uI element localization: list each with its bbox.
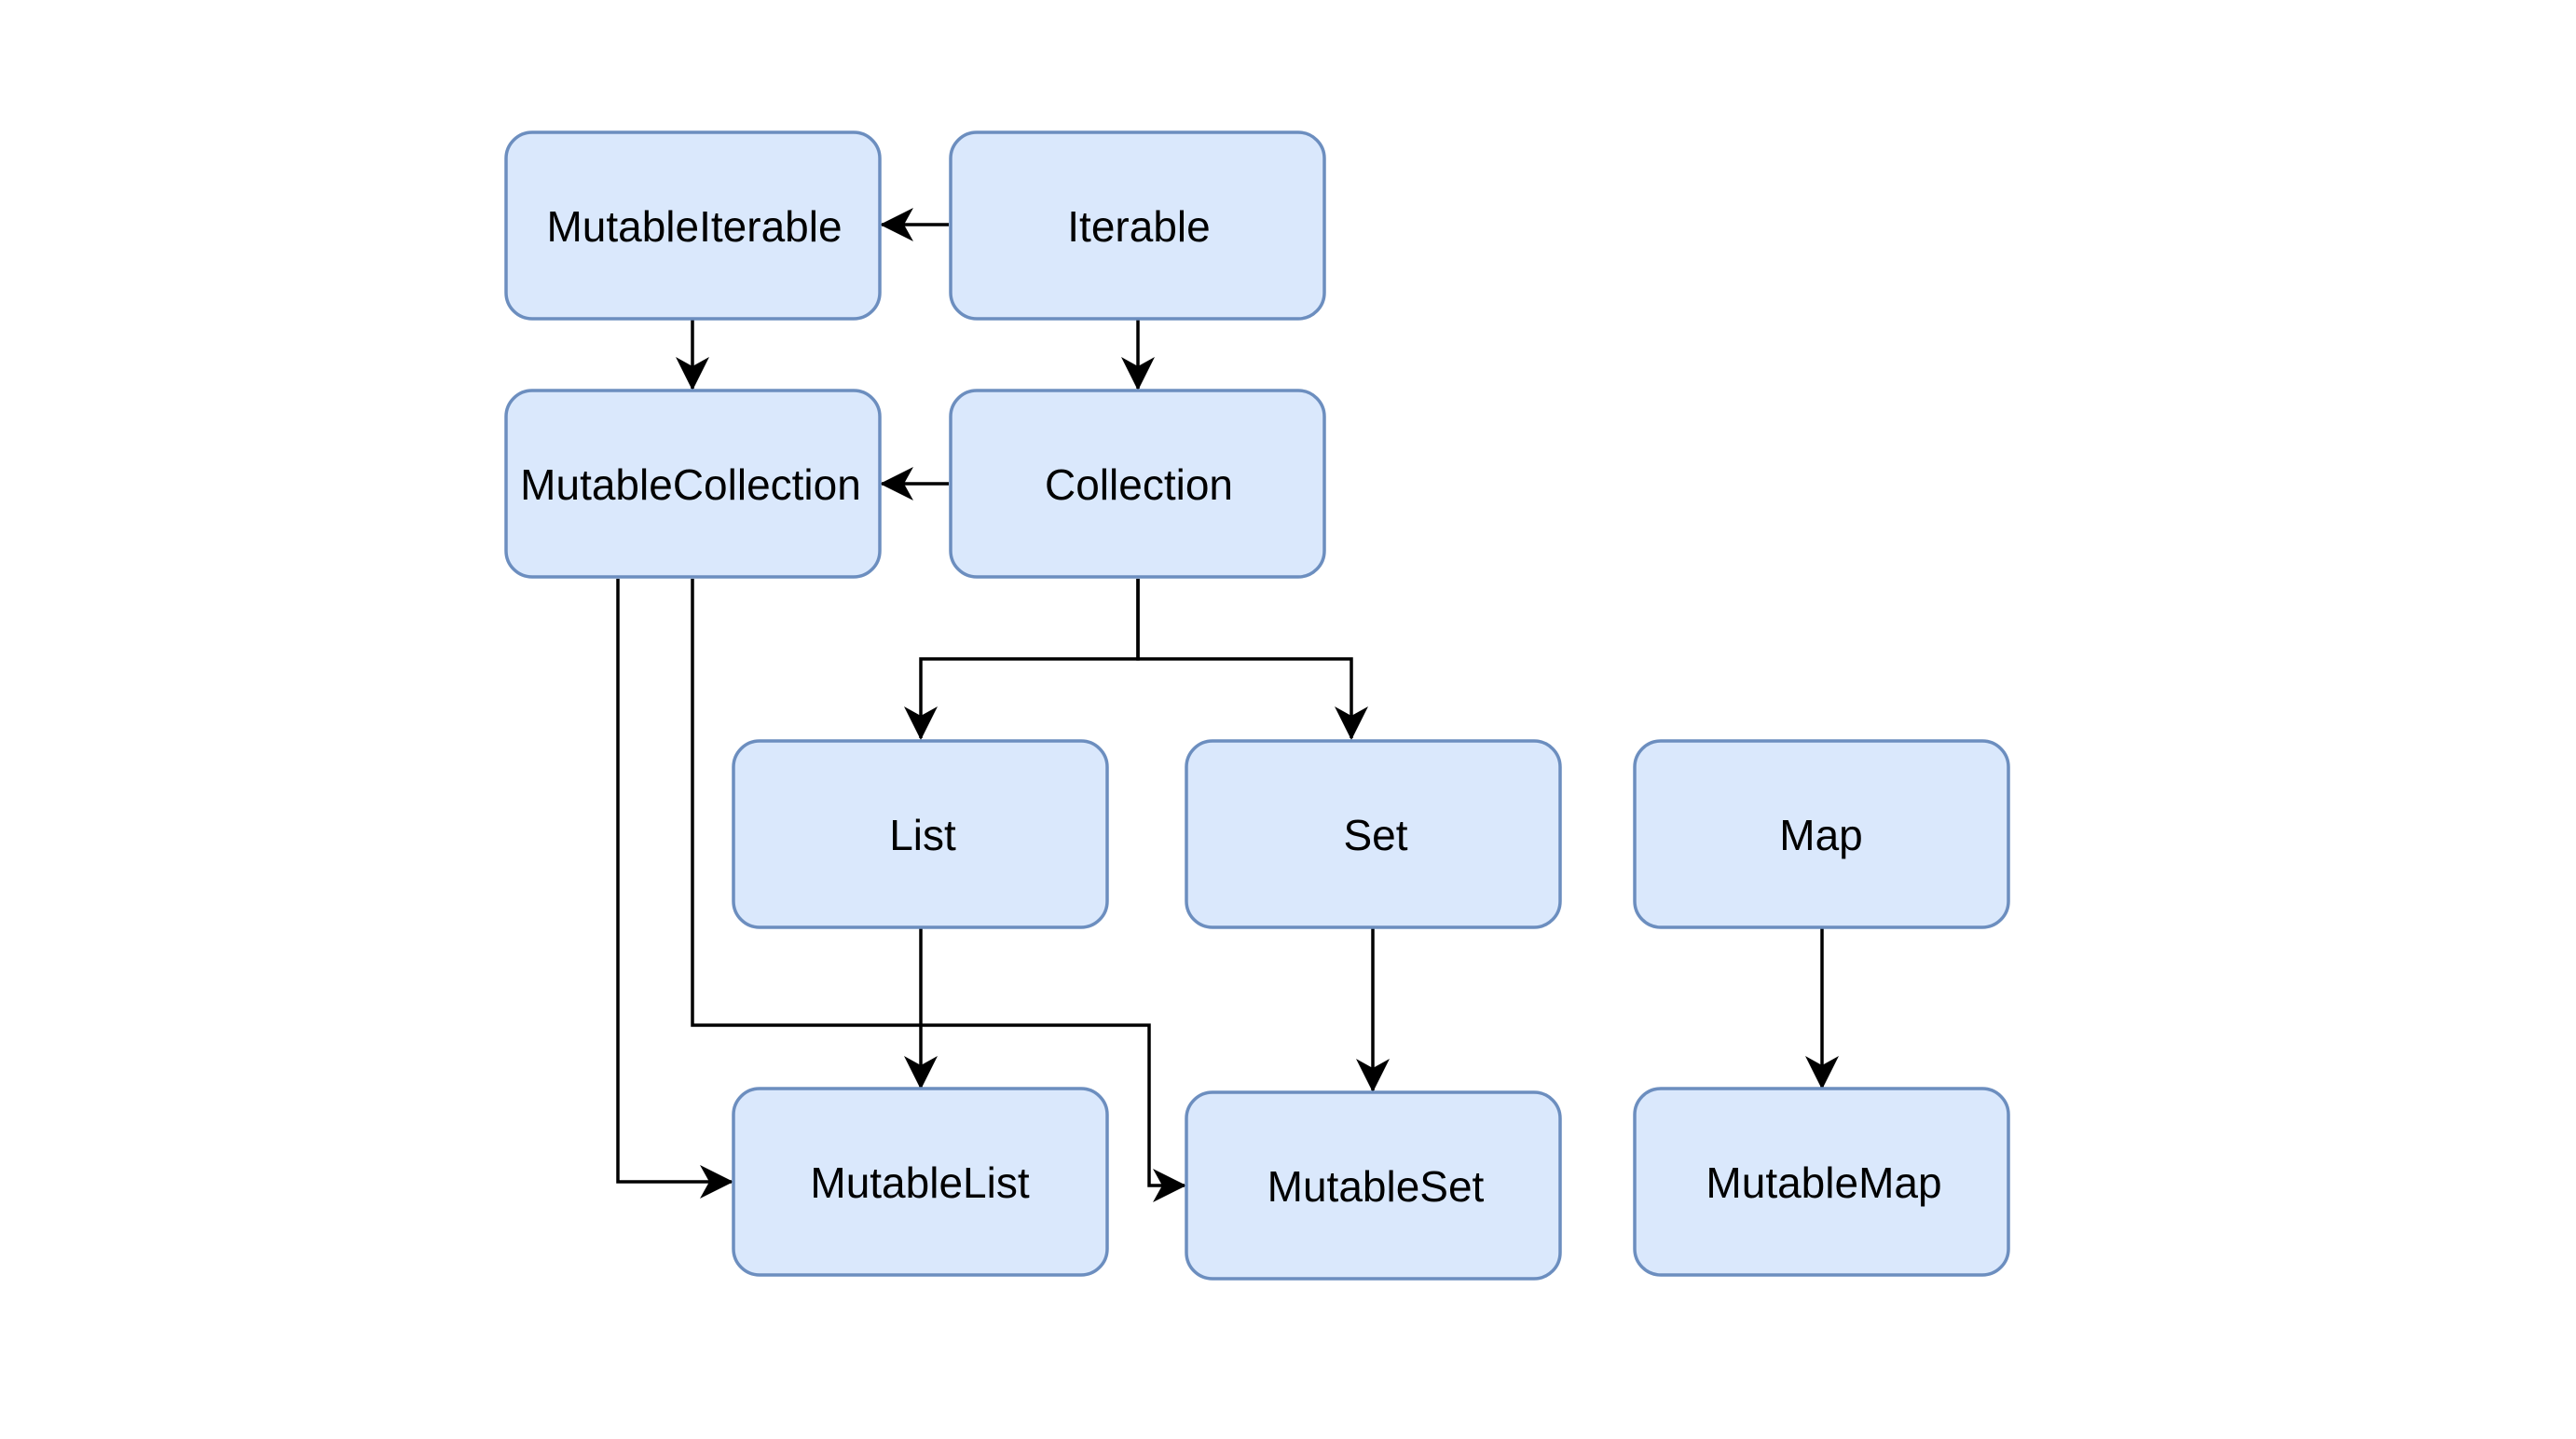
node-set[interactable]: Set [1185,739,1562,929]
node-map-label: Map [1779,811,1862,859]
edge-mutablecollection-to-mutablelist [616,579,733,1199]
node-list-label: List [889,811,956,859]
node-iterable[interactable]: Iterable [949,130,1326,321]
node-mutableset-label: MutableSet [1267,1162,1485,1211]
node-mutablelist-label: MutableList [810,1158,1029,1207]
node-mutablelist[interactable]: MutableList [732,1087,1109,1277]
edge-mutablecollection-to-mutableset [691,579,1186,1202]
edge-collection-to-list [904,579,1140,740]
node-map[interactable]: Map [1633,739,2010,929]
node-mutableiterable[interactable]: MutableIterable [504,130,882,321]
edge-collection-to-set [1136,579,1368,740]
node-list[interactable]: List [732,739,1109,929]
node-collection[interactable]: Collection [949,389,1326,579]
node-mutableset[interactable]: MutableSet [1185,1090,1562,1281]
node-mutablemap[interactable]: MutableMap [1633,1087,2010,1277]
node-mutablecollection-label: MutableCollection [520,460,861,509]
node-mutableiterable-label: MutableIterable [546,202,842,251]
node-mutablemap-label: MutableMap [1706,1158,1941,1207]
node-mutablecollection[interactable]: MutableCollection [504,389,882,579]
node-iterable-label: Iterable [1067,202,1210,251]
node-collection-label: Collection [1045,460,1233,509]
node-set-label: Set [1343,811,1407,859]
